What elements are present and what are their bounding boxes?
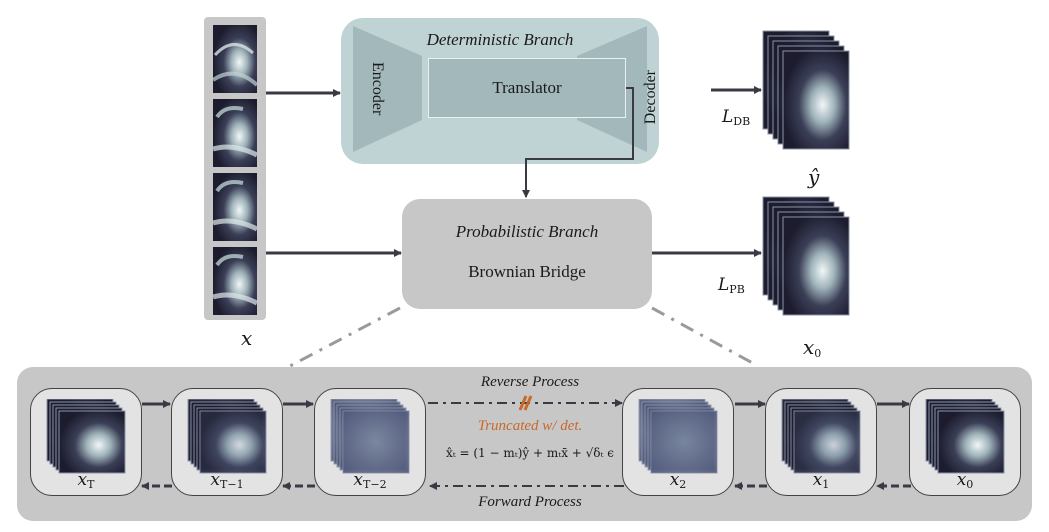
node-label-sub: 1 [822,478,830,491]
probabilistic-branch-box [402,199,652,309]
frame-stack-image [925,399,1005,474]
node-label-sub: 0 [966,478,974,491]
frame-stack-image [330,399,410,474]
process-node-x0: x0 [909,388,1021,496]
translator-label: Translator [492,78,562,97]
node-label: xT [31,470,141,491]
truncation-equation: x̂ₜ = (1 − mₜ)ŷ + mₜx̄ + √δₜ ϵ [445,446,615,460]
process-node-xTminus2: xT−2 [314,388,426,496]
node-label: xT−2 [315,470,425,491]
deterministic-branch-title: Deterministic Branch [426,30,574,49]
input-sequence-stack [204,17,266,320]
arrow-translator-to-probabilistic [522,87,634,198]
encoder-label: Encoder [369,62,386,116]
x0-label: x0 [803,335,821,360]
loss-db-main: L [722,107,734,127]
projection-line-right [651,306,759,368]
node-label-sub: T [87,478,95,491]
input-label: x [241,326,253,350]
loss-db-label: LDB [722,107,750,128]
node-label: x2 [623,470,733,491]
probabilistic-branch-title: Probabilistic Branch [455,222,599,241]
process-node-x2: x2 [622,388,734,496]
node-label-sub: T−1 [220,478,244,491]
loss-db-sub: DB [733,115,751,128]
brownian-bridge-label: Brownian Bridge [468,262,586,281]
node-label-main: x [669,470,680,490]
node-label: x0 [910,470,1020,491]
translator-block: Translator [428,58,626,118]
process-node-xTminus1: xT−1 [171,388,283,496]
node-label-main: x [812,470,823,490]
node-label: x1 [766,470,876,491]
yhat-output-stack [762,30,850,150]
node-label-main: x [77,470,88,490]
x0-output-stack [762,196,850,316]
x0-label-sub: 0 [814,347,822,360]
projection-line-left [289,306,401,368]
frame-stack-image [638,399,718,474]
x0-label-main: x [803,335,815,359]
frame-stack-image [781,399,861,474]
node-label-sub: 2 [679,478,687,491]
frame-stack-image [46,399,126,474]
node-label-main: x [353,470,364,490]
loss-pb-main: L [718,275,730,295]
node-label-main: x [210,470,221,490]
reverse-process-label: Reverse Process [480,374,580,390]
forward-process-label: Forward Process [478,494,582,510]
process-node-x1: x1 [765,388,877,496]
loss-pb-sub: PB [729,283,745,296]
node-label-main: x [956,470,967,490]
node-label-sub: T−2 [363,478,387,491]
truncated-label: Truncated w/ det. [477,418,583,434]
node-label: xT−1 [172,470,282,491]
frame-stack-image [187,399,267,474]
process-node-xT: xT [30,388,142,496]
truncation-mark-icon [518,395,533,411]
yhat-label: ŷ [808,165,820,189]
loss-pb-label: LPB [718,275,745,296]
